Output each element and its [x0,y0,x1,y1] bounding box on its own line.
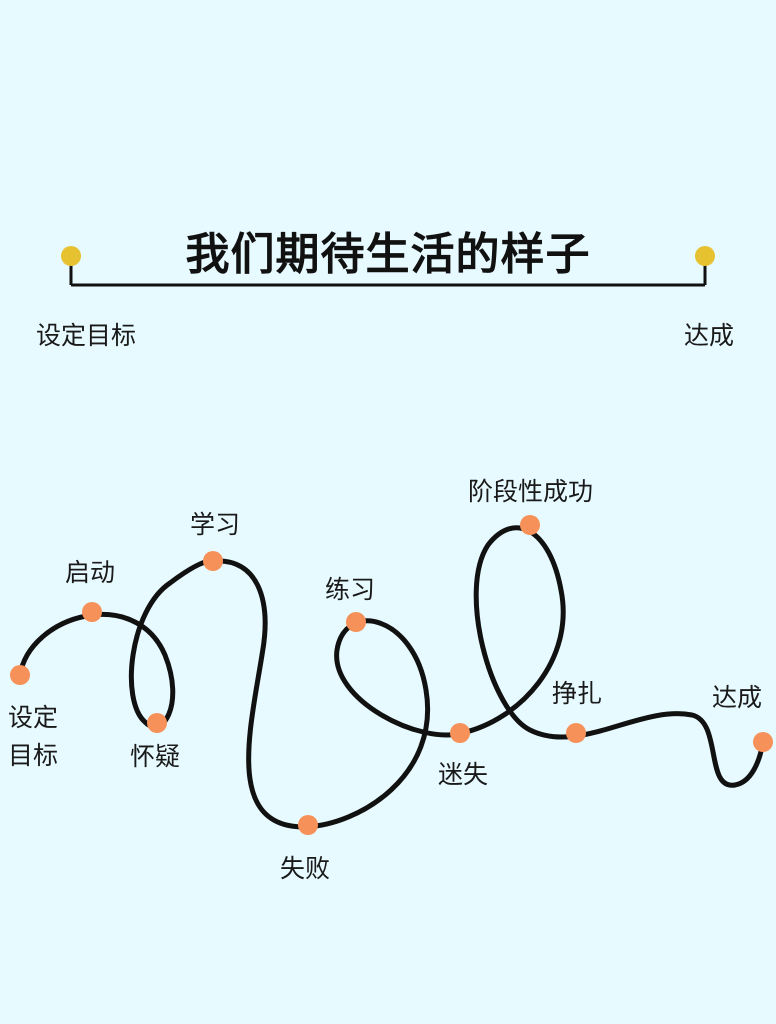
page-title: 我们期待生活的样子 [185,229,591,280]
label-start: 启动 [65,558,116,587]
label-doubt: 怀疑 [130,742,181,771]
dot-stage-success [520,515,540,535]
dot-struggle [566,723,586,743]
dot-set-goal [10,665,30,685]
dot-learn [203,551,223,571]
dot-fail [298,815,318,835]
label-learn: 学习 [190,510,241,539]
dot-doubt [147,713,167,733]
label-fail: 失败 [280,854,331,883]
label-practice: 练习 [325,575,376,604]
label-achieve: 达成 [712,683,763,712]
ideal-start-dot [61,246,81,266]
label-set-goal-line2: 目标 [8,741,59,770]
ideal-start-label: 设定目标 [36,321,137,350]
dot-practice [346,612,366,632]
reality-path-curve [17,525,766,830]
ideal-end-dot [695,246,715,266]
label-stage-success: 阶段性成功 [468,477,594,506]
ideal-end-label: 达成 [684,321,735,350]
label-set-goal-line1: 设定 [8,703,59,732]
label-struggle: 挣扎 [552,679,603,708]
dot-lost [450,723,470,743]
dot-start [82,602,102,622]
label-lost: 迷失 [438,760,489,789]
dot-achieve [753,732,773,752]
